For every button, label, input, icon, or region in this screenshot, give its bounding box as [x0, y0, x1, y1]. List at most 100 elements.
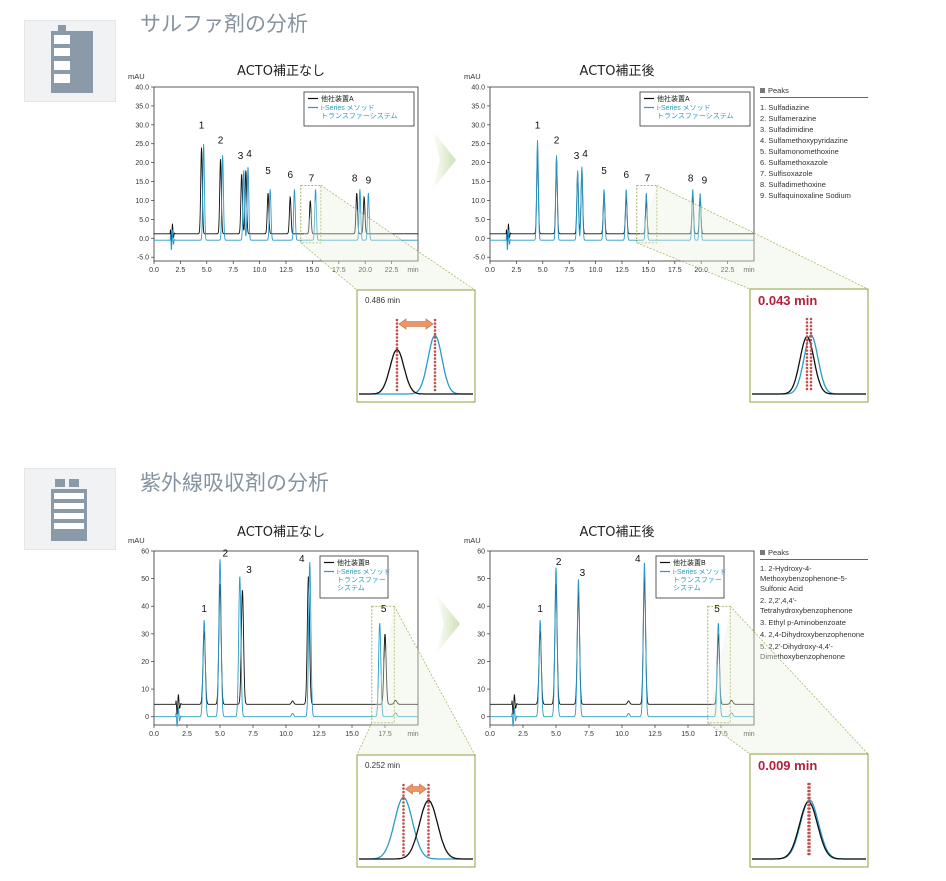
peak-apex-marker — [427, 822, 430, 825]
peak-item: 1. Sulfadiazine — [760, 103, 810, 112]
peak-apex-marker — [395, 371, 399, 374]
peak-apex-marker — [433, 318, 437, 322]
x-tick-label: 0.0 — [149, 731, 159, 738]
peak-item: 5. Sulfamonomethoxine — [760, 147, 839, 156]
peak-apex-marker — [809, 363, 813, 366]
peak-apex-marker — [427, 815, 430, 818]
peak-label: 3 — [246, 565, 252, 576]
x-tick-label: 0.0 — [149, 267, 159, 274]
legend-label: i-Series メソッド — [337, 569, 391, 576]
peak-apex-marker — [427, 804, 430, 808]
peak-apex-marker — [402, 843, 405, 846]
peak-apex-marker — [433, 336, 437, 339]
peak-apex-marker — [395, 318, 399, 322]
series-line — [154, 576, 418, 715]
peak-apex-marker — [805, 380, 809, 384]
peak-apex-marker — [809, 373, 813, 377]
peak-apex-marker — [805, 363, 809, 366]
peak-apex-marker — [805, 356, 809, 359]
peak-label: 1 — [199, 121, 205, 132]
y-tick-label: 0 — [145, 714, 149, 721]
series-line — [490, 576, 754, 715]
peak-apex-marker — [808, 786, 811, 789]
zoom-region — [300, 184, 322, 244]
peak-item: 9. Sulfaquinoxaline Sodium — [760, 191, 851, 200]
y-tick-label: 35.0 — [135, 103, 149, 110]
peak-label: 4 — [635, 554, 641, 565]
peak-item: 3. Sulfadimidine — [760, 125, 814, 134]
peak-apex-marker — [433, 367, 437, 371]
x-tick-label: 5.0 — [538, 267, 548, 274]
peak-label: 5 — [381, 604, 387, 615]
legend-label: トランスファーシステム — [321, 112, 398, 120]
peak-apex-marker — [809, 317, 813, 321]
peak-apex-marker — [433, 346, 437, 350]
x-tick-label: 5.0 — [215, 731, 225, 738]
peak-apex-marker — [809, 335, 813, 338]
peak-apex-marker — [427, 853, 430, 857]
y-tick-label: -5.0 — [137, 255, 149, 262]
peak-apex-marker — [809, 345, 813, 349]
peak-apex-marker — [808, 845, 811, 849]
peak-apex-marker — [395, 364, 399, 367]
x-tick-label: 15.0 — [681, 731, 695, 738]
x-tick-label: 7.5 — [228, 267, 238, 274]
peak-apex-marker — [805, 321, 809, 324]
peak-apex-marker — [395, 325, 399, 329]
x-tick-label: 5.0 — [551, 731, 561, 738]
peak-label: 3 — [238, 151, 244, 162]
zoom-connector — [636, 242, 751, 290]
peak-apex-marker — [395, 332, 399, 336]
peak-item: 5. 2,2'-Dihydroxy-4,4'-Dimethoxybenzophe… — [760, 642, 846, 661]
peak-apex-marker — [395, 388, 399, 392]
peak-apex-marker — [809, 352, 813, 356]
y-tick-label: 40 — [477, 604, 485, 611]
peak-apex-marker — [808, 789, 811, 793]
peak-apex-marker — [809, 377, 813, 380]
peak-apex-marker — [808, 814, 811, 817]
peak-item: 4. 2,4-Dihydroxybenzophenone — [760, 630, 865, 639]
peak-apex-marker — [433, 325, 437, 329]
peak-apex-marker — [395, 385, 399, 388]
y-tick-label: 25.0 — [471, 141, 485, 148]
legend-label: 他社装置B — [673, 558, 706, 567]
peak-apex-marker — [805, 342, 809, 345]
peak-apex-marker — [808, 803, 811, 807]
peak-apex-marker — [402, 818, 405, 822]
y-tick-label: 20.0 — [471, 160, 485, 167]
peak-apex-marker — [427, 825, 430, 829]
arrow-icon — [436, 594, 460, 654]
x-tick-label: 2.5 — [512, 267, 522, 274]
peak-apex-marker — [805, 335, 809, 338]
peak-apex-marker — [427, 836, 430, 839]
peak-apex-marker — [402, 790, 405, 794]
legend-label: システム — [337, 584, 365, 592]
x-tick-label: 10.0 — [615, 731, 629, 738]
peak-apex-marker — [805, 366, 809, 370]
peak-apex-marker — [402, 801, 405, 804]
zoom-region — [707, 605, 731, 724]
section-title-uv: 紫外線吸収剤の分析 — [140, 471, 329, 495]
y-tick-label: 10.0 — [135, 198, 149, 205]
zoom-peak — [752, 336, 866, 395]
peak-apex-marker — [395, 346, 399, 350]
peak-label: 9 — [702, 175, 708, 186]
x-tick-label: 15.0 — [642, 267, 656, 274]
peak-apex-marker — [427, 829, 430, 832]
peak-apex-marker — [427, 797, 430, 801]
peak-apex-marker — [433, 329, 437, 332]
zoom-connector — [300, 242, 358, 291]
peak-apex-marker — [805, 373, 809, 377]
x-tick-label: 10.0 — [253, 267, 267, 274]
peak-apex-marker — [808, 852, 811, 856]
peak-apex-marker — [433, 371, 437, 374]
y-tick-label: 15.0 — [471, 179, 485, 186]
peak-apex-marker — [808, 800, 811, 803]
y-tick-label: 0 — [481, 714, 485, 721]
peak-apex-marker — [395, 381, 399, 385]
peak-apex-marker — [808, 782, 811, 786]
x-tick-label: 12.5 — [648, 731, 662, 738]
peak-apex-marker — [809, 321, 813, 324]
zoom-cone — [707, 606, 868, 754]
